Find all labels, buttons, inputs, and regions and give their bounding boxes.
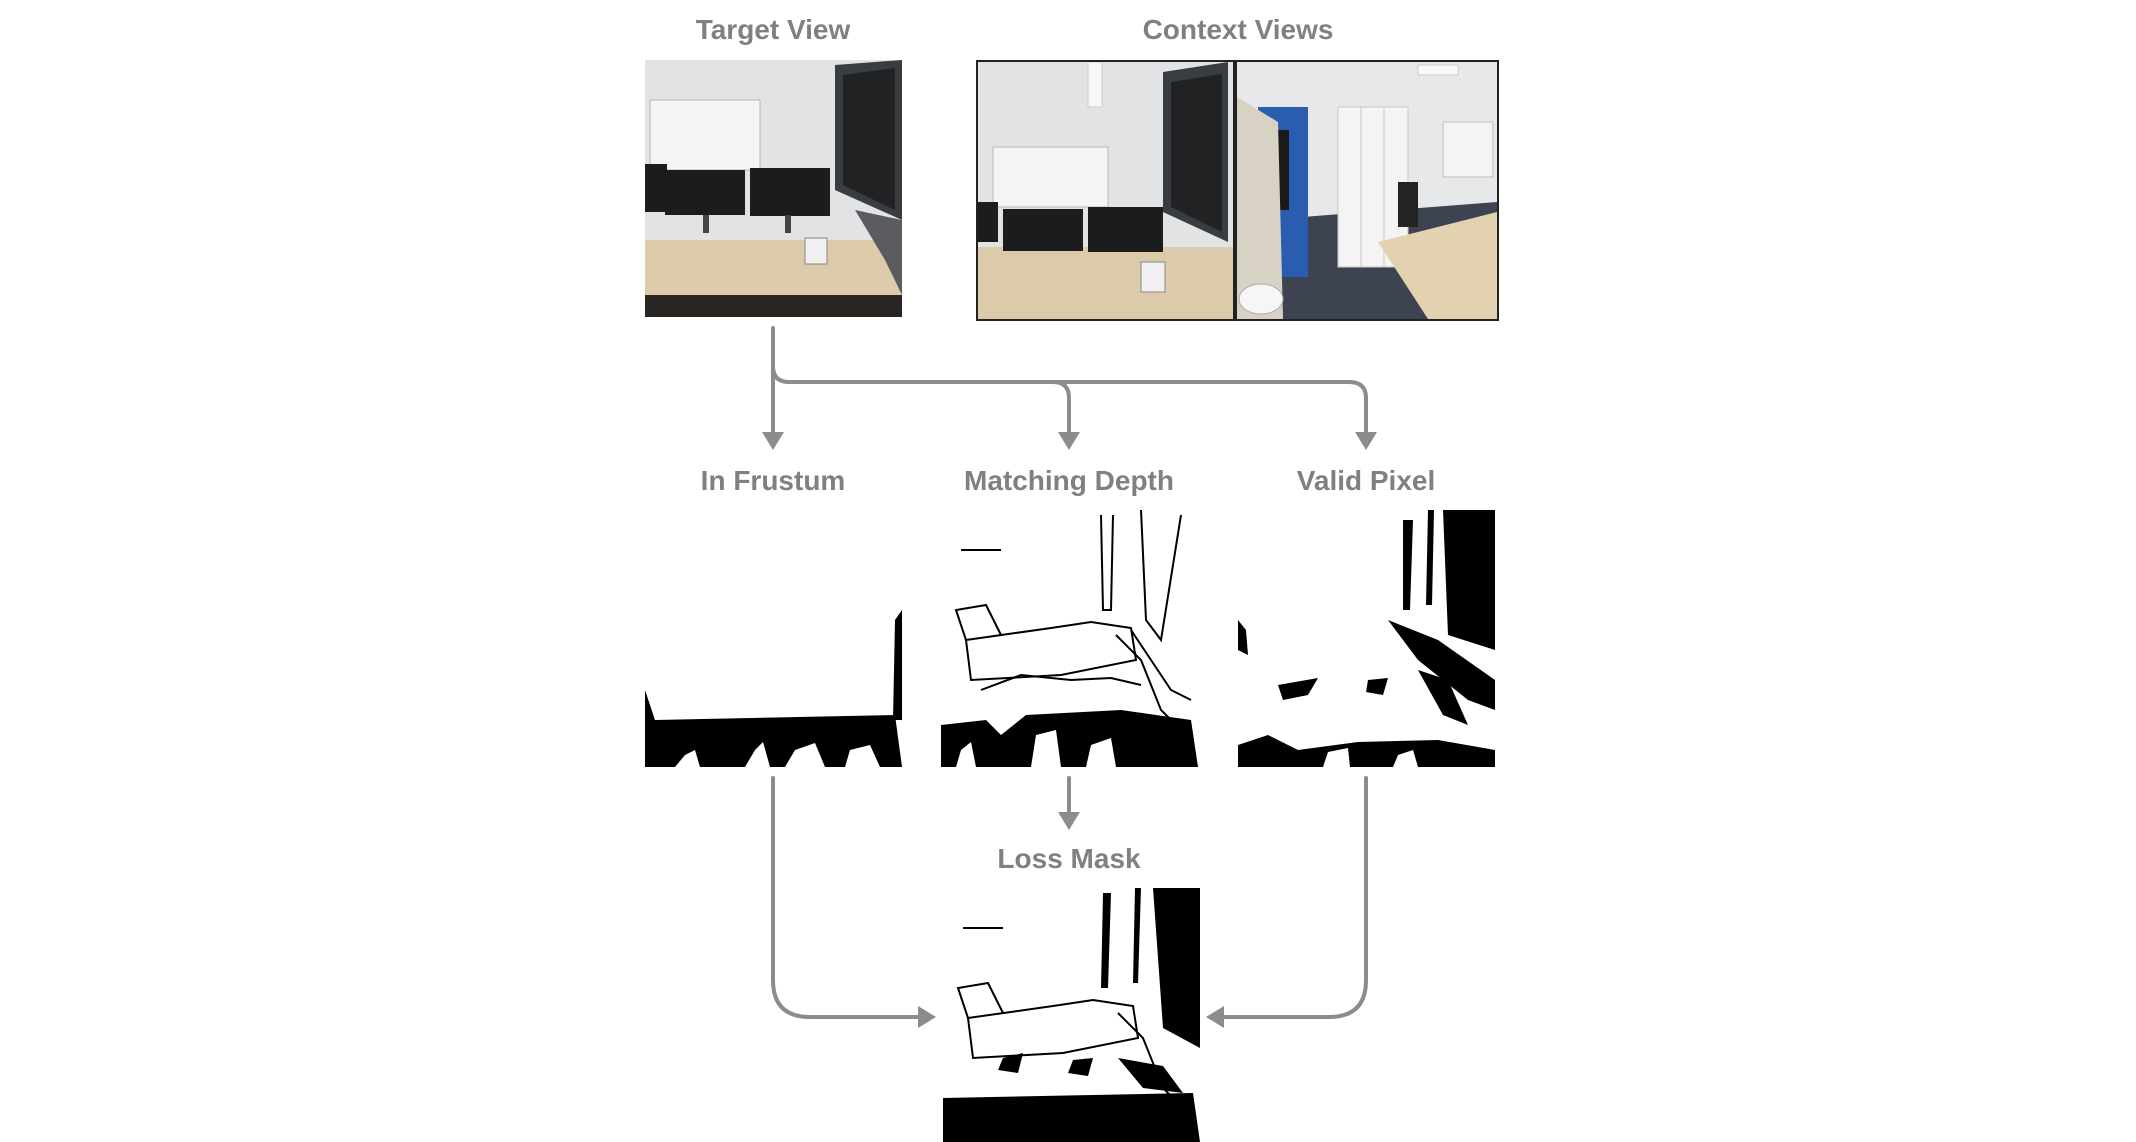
target-view-title: Target View: [695, 14, 851, 45]
arrow-to-matching-depth: [771, 364, 1071, 434]
matching-depth-mask: [941, 510, 1198, 767]
loss-mask-title: Loss Mask: [997, 843, 1141, 874]
context-views-image: [976, 60, 1499, 321]
arrowhead-depth-to-loss: [1058, 812, 1080, 830]
arrowhead-matching-depth: [1058, 432, 1080, 450]
in-frustum-mask: [645, 510, 902, 767]
arrowhead-in-frustum: [762, 432, 784, 450]
valid-pixel-mask: [1238, 510, 1495, 767]
matching-depth-title: Matching Depth: [964, 465, 1174, 496]
arrow-to-valid-pixel: [1051, 380, 1368, 434]
valid-pixel-title: Valid Pixel: [1296, 465, 1436, 496]
arrowhead-frustum-to-loss: [918, 1006, 936, 1028]
arrow-valid-to-loss: [1220, 776, 1368, 1019]
target-view-image: [645, 60, 902, 317]
arrowhead-valid-pixel: [1355, 432, 1377, 450]
arrow-frustum-to-loss: [771, 776, 922, 1019]
arrowhead-valid-to-loss: [1206, 1006, 1224, 1028]
loss-mask: [943, 888, 1200, 1142]
in-frustum-title: In Frustum: [700, 465, 846, 496]
context-views-title: Context Views: [1142, 14, 1334, 45]
